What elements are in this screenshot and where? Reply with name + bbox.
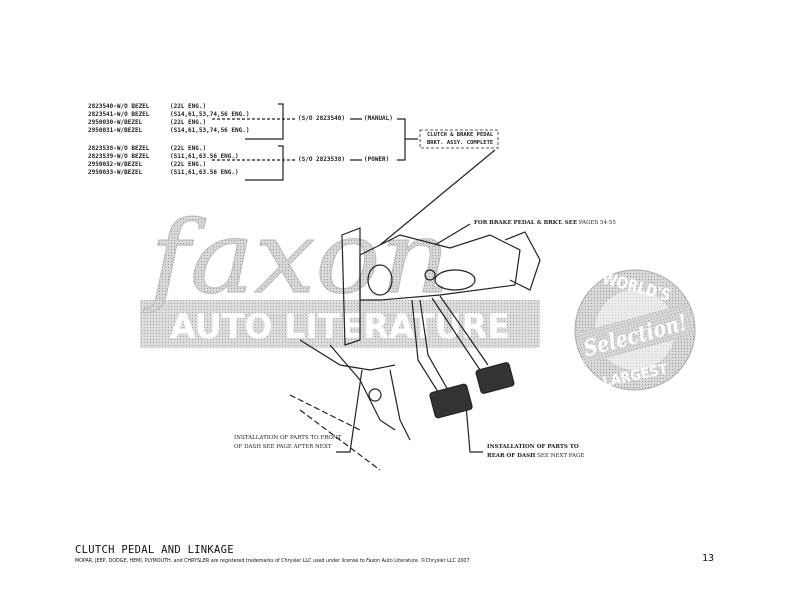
part-row: 2950031-W/BEZEL(S14,61,53,74,56 ENG.) <box>88 127 250 134</box>
legal-notice: MOPAR, JEEP, DODGE, HEMI, PLYMOUTH, and … <box>75 559 470 564</box>
pedal-bracket <box>359 234 521 301</box>
assembly-pointer <box>379 149 496 246</box>
clutch-pedal-arm <box>411 299 449 396</box>
worlds-largest-badge: WORLD'S Selection! LARGEST <box>574 268 696 391</box>
power-bracket <box>245 145 284 181</box>
assembly-box <box>419 129 499 149</box>
firewall <box>341 227 361 346</box>
rear-dash-pointer <box>465 404 483 453</box>
part-row: 2950033-W/BEZEL(S11,61,63.56 ENG.) <box>88 169 239 176</box>
part-row: 2950030-W/BEZEL(22L ENG.) <box>88 119 207 126</box>
rear-dash-callout: INSTALLATION OF PARTS TO REAR OF DASH SE… <box>487 444 585 459</box>
assembly-label: CLUTCH & BRAKE PEDAL BRKT. ASSY. COMPLET… <box>427 132 494 146</box>
brake-pointer <box>434 223 471 246</box>
front-dash-callout: INSTALLATION OF PARTS TO FRONT OF DASH S… <box>234 435 342 450</box>
brake-pedal-arm <box>431 295 489 371</box>
part-row: 2823541-W/O BEZEL(S14,61,53,74,56 ENG.) <box>88 111 250 118</box>
linkage-rod <box>299 339 396 371</box>
power-parts-list: 2823538-W/O BEZEL(22L ENG.) 2823539-W/O … <box>88 145 239 177</box>
manual-parts-list: 2823540-W/O BEZEL(22L ENG.) 2823541-W/O … <box>88 103 249 135</box>
page-number: 13 <box>702 553 715 564</box>
part-row: 2823539-W/O BEZEL(S11,61,63.56 ENG.) <box>88 153 239 160</box>
watermark-brand: faxon <box>142 199 450 316</box>
page-title: CLUTCH PEDAL AND LINKAGE <box>75 544 234 556</box>
brake-pedal-pad <box>475 362 515 394</box>
manual-label: (MANUAL) <box>364 115 393 122</box>
part-row: 2823540-W/O BEZEL(22L ENG.) <box>88 103 207 110</box>
label-connectors <box>350 118 362 161</box>
brake-pedal-callout: FOR BRAKE PEDAL & BRKT. SEE PAGES 54-55 <box>474 220 616 226</box>
manual-bracket <box>245 103 284 140</box>
part-row: 2823538-W/O BEZEL(22L ENG.) <box>88 145 207 152</box>
part-row: 2950032-W/BEZEL(22L ENG.) <box>88 161 207 168</box>
clutch-pedal-pad <box>429 383 473 419</box>
watermark-band-text: AUTO LITERATURE <box>170 307 510 347</box>
power-supersede: (S/O 2823538) <box>298 156 345 163</box>
power-label: (POWER) <box>364 156 390 163</box>
watermark-band <box>140 300 540 348</box>
manual-supersede: (S/O 2823540) <box>298 115 345 122</box>
assembly-bracket <box>397 118 418 161</box>
front-dash-pointer <box>336 369 363 453</box>
